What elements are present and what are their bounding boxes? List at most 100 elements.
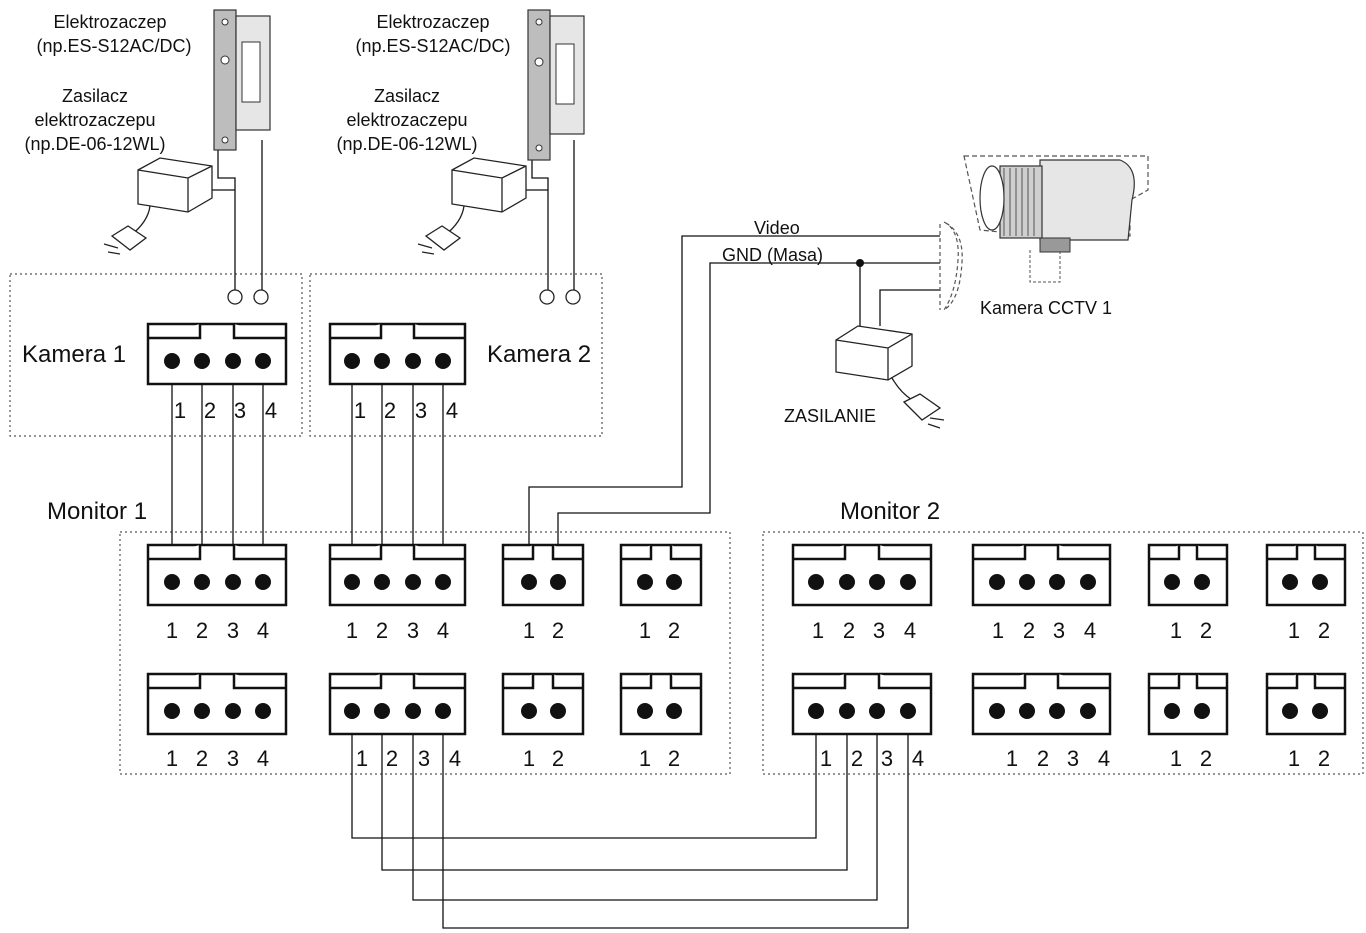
terminal-pin — [666, 703, 682, 719]
lock-left-labels: Elektrozaczep (np.ES-S12AC/DC) Zasilacz … — [24, 12, 191, 154]
pin-label: 3 — [415, 398, 427, 423]
pin-label: 4 — [257, 618, 269, 643]
pin-label: 2 — [843, 618, 855, 643]
pin-label: 2 — [552, 618, 564, 643]
lock-left-title: Elektrozaczep — [53, 12, 166, 32]
terminal-pin — [435, 353, 451, 369]
pin-label: 1 — [166, 618, 178, 643]
lock-right-labels: Elektrozaczep (np.ES-S12AC/DC) Zasilacz … — [336, 12, 510, 154]
camera2-enclosure — [309, 273, 603, 437]
cam2-lock-terminal-2 — [565, 289, 581, 305]
terminal-pin — [225, 703, 241, 719]
terminal-pin — [637, 574, 653, 590]
electric-strike-left-icon — [213, 9, 271, 151]
terminal-pin — [900, 574, 916, 590]
camera1-enclosure — [9, 273, 303, 437]
terminal-pin — [435, 574, 451, 590]
lock-left-psu-line2: elektrozaczepu — [34, 110, 155, 130]
terminal-pin — [1049, 703, 1065, 719]
terminal-pin — [374, 574, 390, 590]
pin-label: 4 — [265, 398, 277, 423]
gnd-junction — [856, 259, 864, 267]
pin-label: 4 — [449, 746, 461, 771]
lock-left-model: (np.ES-S12AC/DC) — [36, 36, 191, 56]
monitor2-enclosure — [762, 531, 1364, 775]
terminal-pin — [839, 574, 855, 590]
terminal-pin — [550, 574, 566, 590]
pin-label: 1 — [1170, 746, 1182, 771]
m1-m2-wire-3 — [412, 712, 878, 901]
pin-label: 1 — [523, 618, 535, 643]
terminal-pin — [808, 703, 824, 719]
terminal-pin — [637, 703, 653, 719]
terminal-pin — [1080, 703, 1096, 719]
lock-right-psu-line1: Zasilacz — [374, 86, 440, 106]
cam1-lock-terminal-2 — [253, 289, 269, 305]
pin-label: 2 — [1200, 746, 1212, 771]
pin-label: 2 — [1318, 618, 1330, 643]
lock-left-psu-model: (np.DE-06-12WL) — [24, 134, 165, 154]
lock-left-psu-line1: Zasilacz — [62, 86, 128, 106]
pin-label: 1 — [820, 746, 832, 771]
pin-label: 4 — [912, 746, 924, 771]
pin-label: 1 — [1288, 618, 1300, 643]
pin-label: 2 — [204, 398, 216, 423]
pin-label: 1 — [174, 398, 186, 423]
terminal-pin — [666, 574, 682, 590]
terminal-pin — [164, 703, 180, 719]
terminal-pin — [225, 574, 241, 590]
pin-label: 1 — [166, 746, 178, 771]
pin-label: 2 — [376, 618, 388, 643]
pin-label: 3 — [1053, 618, 1065, 643]
pin-label: 3 — [234, 398, 246, 423]
terminal-pin — [1282, 574, 1298, 590]
pin-label: 3 — [407, 618, 419, 643]
terminal-pin — [1312, 574, 1328, 590]
gnd-wire — [557, 262, 940, 583]
pin-label: 1 — [356, 746, 368, 771]
pin-label: 2 — [384, 398, 396, 423]
camera1-label: Kamera 1 — [22, 341, 126, 368]
terminal-pin — [255, 703, 271, 719]
terminal-pin — [405, 574, 421, 590]
pin-label: 4 — [257, 746, 269, 771]
terminal-pin — [839, 703, 855, 719]
monitor1-label: Monitor 1 — [47, 498, 147, 525]
pin-label: 2 — [1318, 746, 1330, 771]
terminal-pin — [1312, 703, 1328, 719]
cam2-lock-terminal-1 — [539, 289, 555, 305]
pin-label: 1 — [523, 746, 535, 771]
terminal-pin — [521, 703, 537, 719]
pin-label: 1 — [639, 618, 651, 643]
pin-label: 2 — [668, 618, 680, 643]
pin-label: 3 — [227, 746, 239, 771]
terminal-pin — [194, 703, 210, 719]
cctv-psu-icon — [835, 325, 945, 429]
terminal-pin — [164, 353, 180, 369]
terminal-pin — [1164, 574, 1180, 590]
terminal-pin — [1194, 703, 1210, 719]
pin-label: 1 — [346, 618, 358, 643]
pin-label: 4 — [437, 618, 449, 643]
lock2-psu-icon — [417, 157, 527, 255]
cctv-camera-icon — [939, 155, 1149, 311]
pin-label: 2 — [196, 746, 208, 771]
pin-label: 1 — [1170, 618, 1182, 643]
lock-right-psu-model: (np.DE-06-12WL) — [336, 134, 477, 154]
terminal-pin — [344, 574, 360, 590]
pin-label: 1 — [992, 618, 1004, 643]
pin-label: 2 — [196, 618, 208, 643]
terminal-pin — [435, 703, 451, 719]
pin-label: 1 — [1006, 746, 1018, 771]
terminal-pin — [550, 703, 566, 719]
